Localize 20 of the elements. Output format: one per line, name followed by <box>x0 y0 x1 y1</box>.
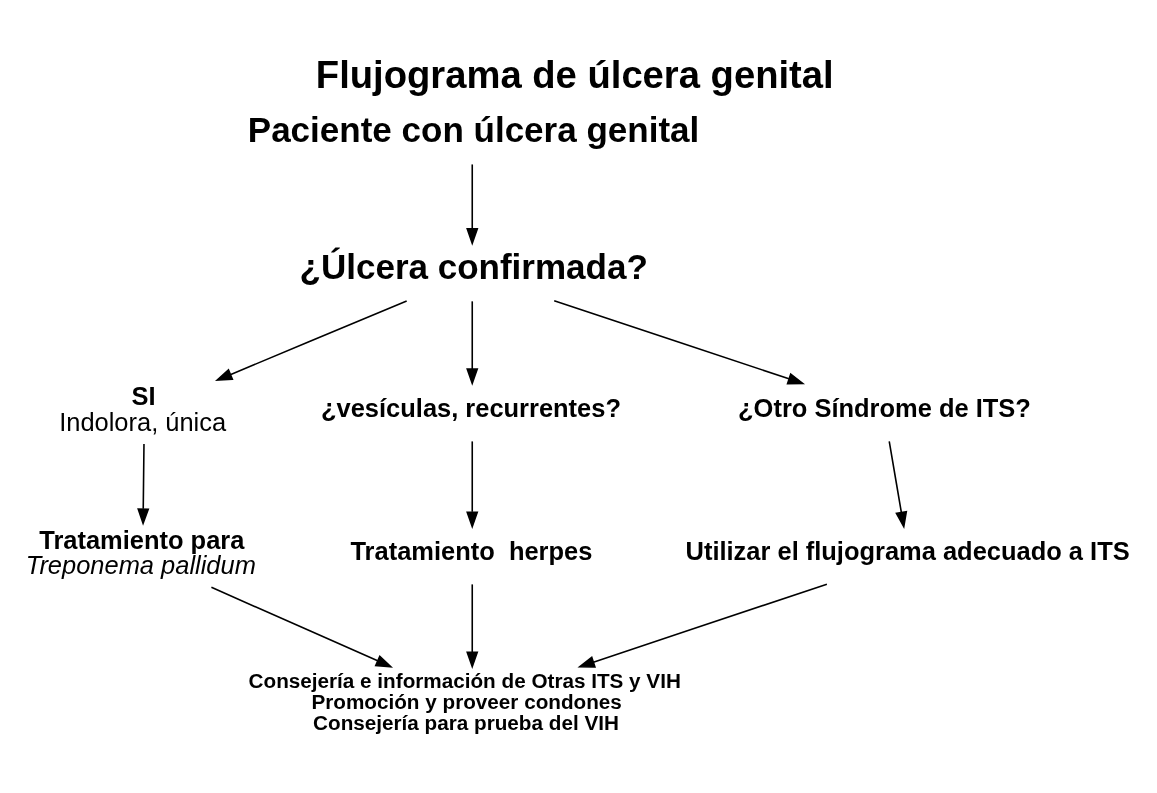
node-text: ¿Otro Síndrome de ITS? <box>738 393 1031 422</box>
arrow <box>466 440 479 529</box>
arrow <box>215 299 408 381</box>
arrow <box>466 300 479 386</box>
node-text: Consejería e información de Otras ITS y VIH Promoción y proveer condones Consejería para prueba del VIH <box>248 668 681 734</box>
arrow <box>137 442 150 526</box>
arrow <box>210 586 394 668</box>
node-text: Tratamiento herpes <box>350 536 593 565</box>
arrow <box>888 440 908 529</box>
node-text: Tratamiento para Treponema pallidum <box>25 525 256 579</box>
node-text: SI Indolora, única <box>59 381 227 436</box>
node-text: Utilizar el flujograma adecuado a ITS <box>685 536 1130 565</box>
arrow <box>466 583 479 669</box>
node-text: ¿vesículas, recurrentes? <box>321 393 621 422</box>
diagram-title: Flujograma de úlcera genital <box>315 52 834 96</box>
arrow <box>553 299 806 384</box>
node-text: ¿Úlcera confirmada? <box>299 246 648 286</box>
arrow <box>577 582 828 668</box>
node-text: Paciente con úlcera genital <box>247 109 700 149</box>
arrow <box>466 163 479 246</box>
